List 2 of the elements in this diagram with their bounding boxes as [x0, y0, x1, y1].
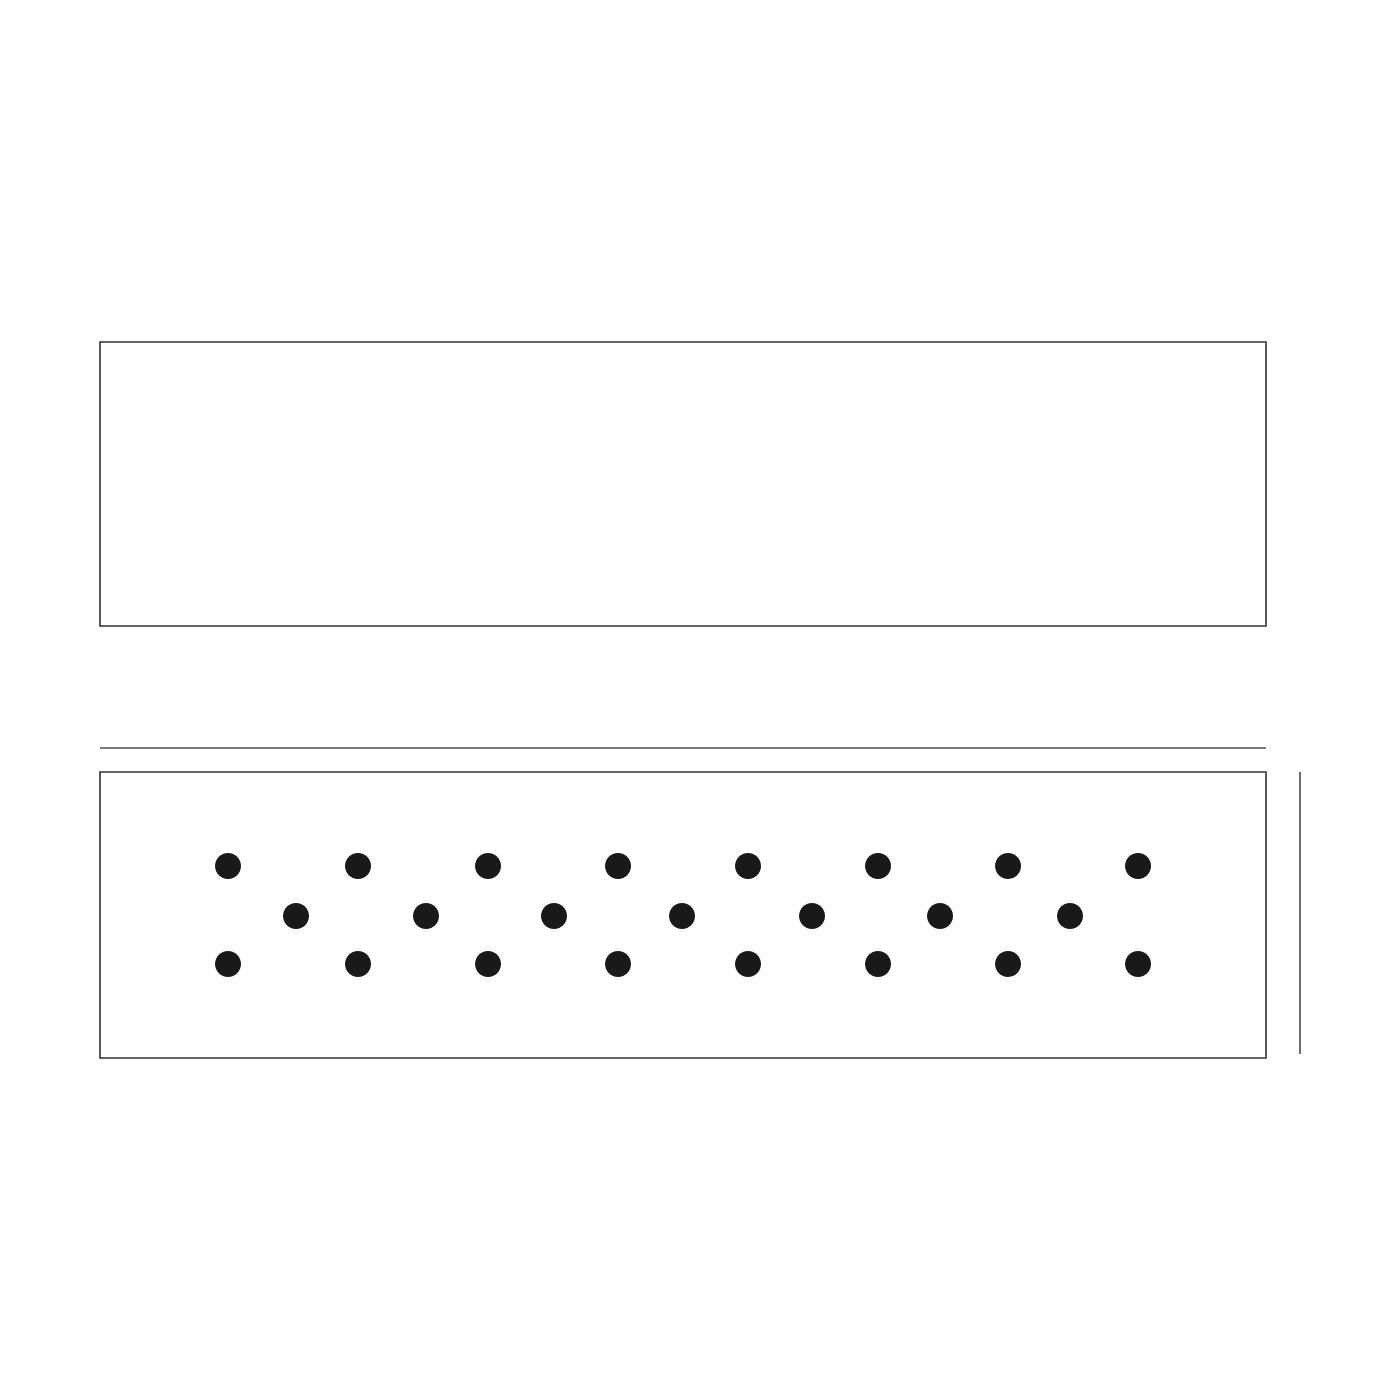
- panel-box: [99, 771, 1267, 1059]
- panel-box: [99, 341, 1267, 627]
